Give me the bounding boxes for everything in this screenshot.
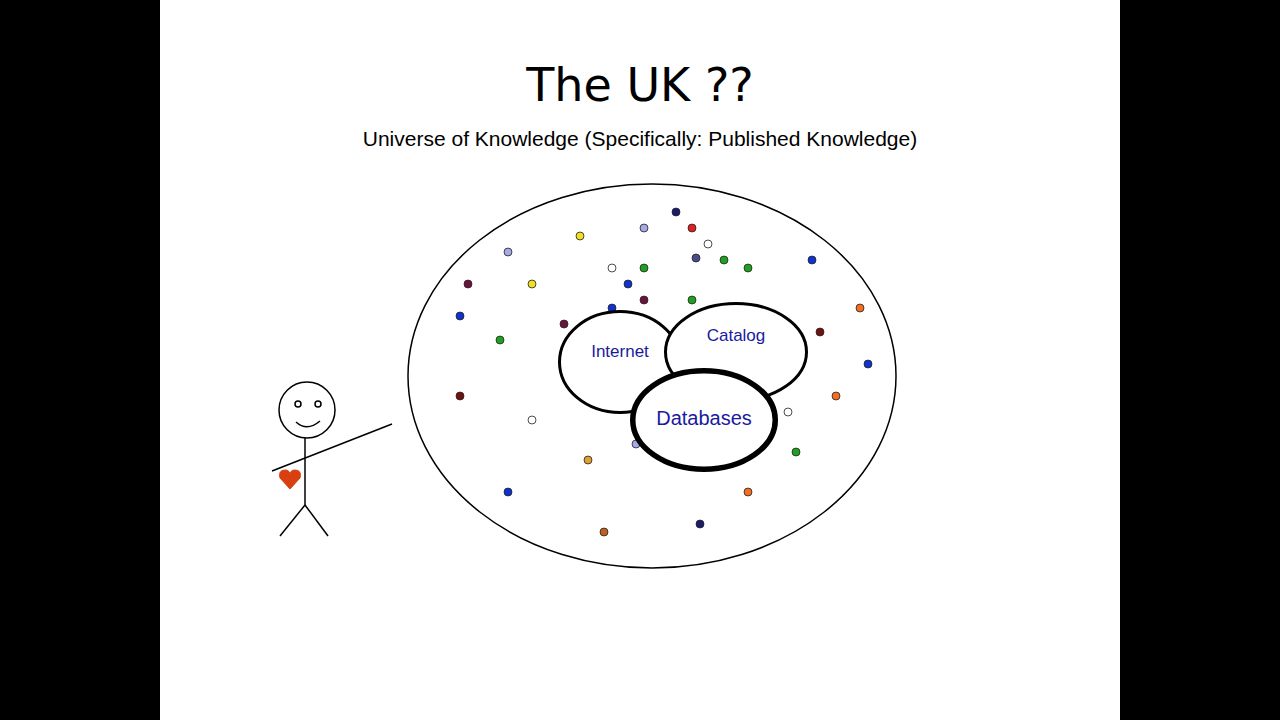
knowledge-dot (624, 280, 632, 288)
knowledge-dot (672, 208, 680, 216)
figure-body (304, 438, 306, 505)
knowledge-dot (696, 520, 704, 528)
knowledge-dot (584, 456, 592, 464)
knowledge-dot (464, 280, 472, 288)
figure-eye (315, 401, 321, 407)
knowledge-dot (784, 408, 792, 416)
knowledge-dot (688, 224, 696, 232)
ellipse-node: Databases (630, 368, 778, 472)
knowledge-dot (640, 224, 648, 232)
figure-leg (305, 505, 328, 536)
stick-figure (272, 382, 392, 536)
knowledge-dot (864, 360, 872, 368)
knowledge-dot (528, 280, 536, 288)
node-label: Databases (656, 407, 752, 430)
knowledge-dot (808, 256, 816, 264)
knowledge-dot (856, 304, 864, 312)
node-label: Catalog (707, 326, 766, 346)
knowledge-dot (704, 240, 712, 248)
knowledge-dot (456, 392, 464, 400)
figure-leg (280, 505, 305, 536)
knowledge-dot (608, 264, 616, 272)
node-text-wrap: Databases (656, 407, 752, 430)
knowledge-dot (504, 248, 512, 256)
knowledge-dot (832, 392, 840, 400)
slide-subtitle: Universe of Knowledge (Specifically: Pub… (0, 127, 1280, 151)
ellipse-shape (633, 371, 776, 470)
figure-smile (296, 421, 320, 427)
figure-eye (295, 401, 301, 407)
knowledge-dot (576, 232, 584, 240)
universe-ellipse (408, 184, 896, 568)
knowledge-dot (744, 264, 752, 272)
knowledge-dot (560, 320, 568, 328)
knowledge-dot (720, 256, 728, 264)
slide-title: The UK ?? (0, 58, 1280, 112)
knowledge-dots (456, 208, 872, 536)
knowledge-dot (600, 528, 608, 536)
knowledge-dot (456, 312, 464, 320)
node-text-wrap: Internet (591, 342, 649, 362)
knowledge-dot (688, 296, 696, 304)
knowledge-dot (496, 336, 504, 344)
knowledge-dot (792, 448, 800, 456)
knowledge-dot (816, 328, 824, 336)
node-label: Internet (591, 342, 649, 362)
figure-head (279, 382, 335, 438)
knowledge-dot (640, 296, 648, 304)
knowledge-dot (692, 254, 700, 262)
knowledge-dot (528, 416, 536, 424)
figure-heart (280, 470, 301, 489)
knowledge-dot (744, 488, 752, 496)
node-text-wrap: Catalog (707, 326, 766, 346)
knowledge-dot (504, 488, 512, 496)
knowledge-dot (640, 264, 648, 272)
figure-arm (272, 424, 392, 471)
